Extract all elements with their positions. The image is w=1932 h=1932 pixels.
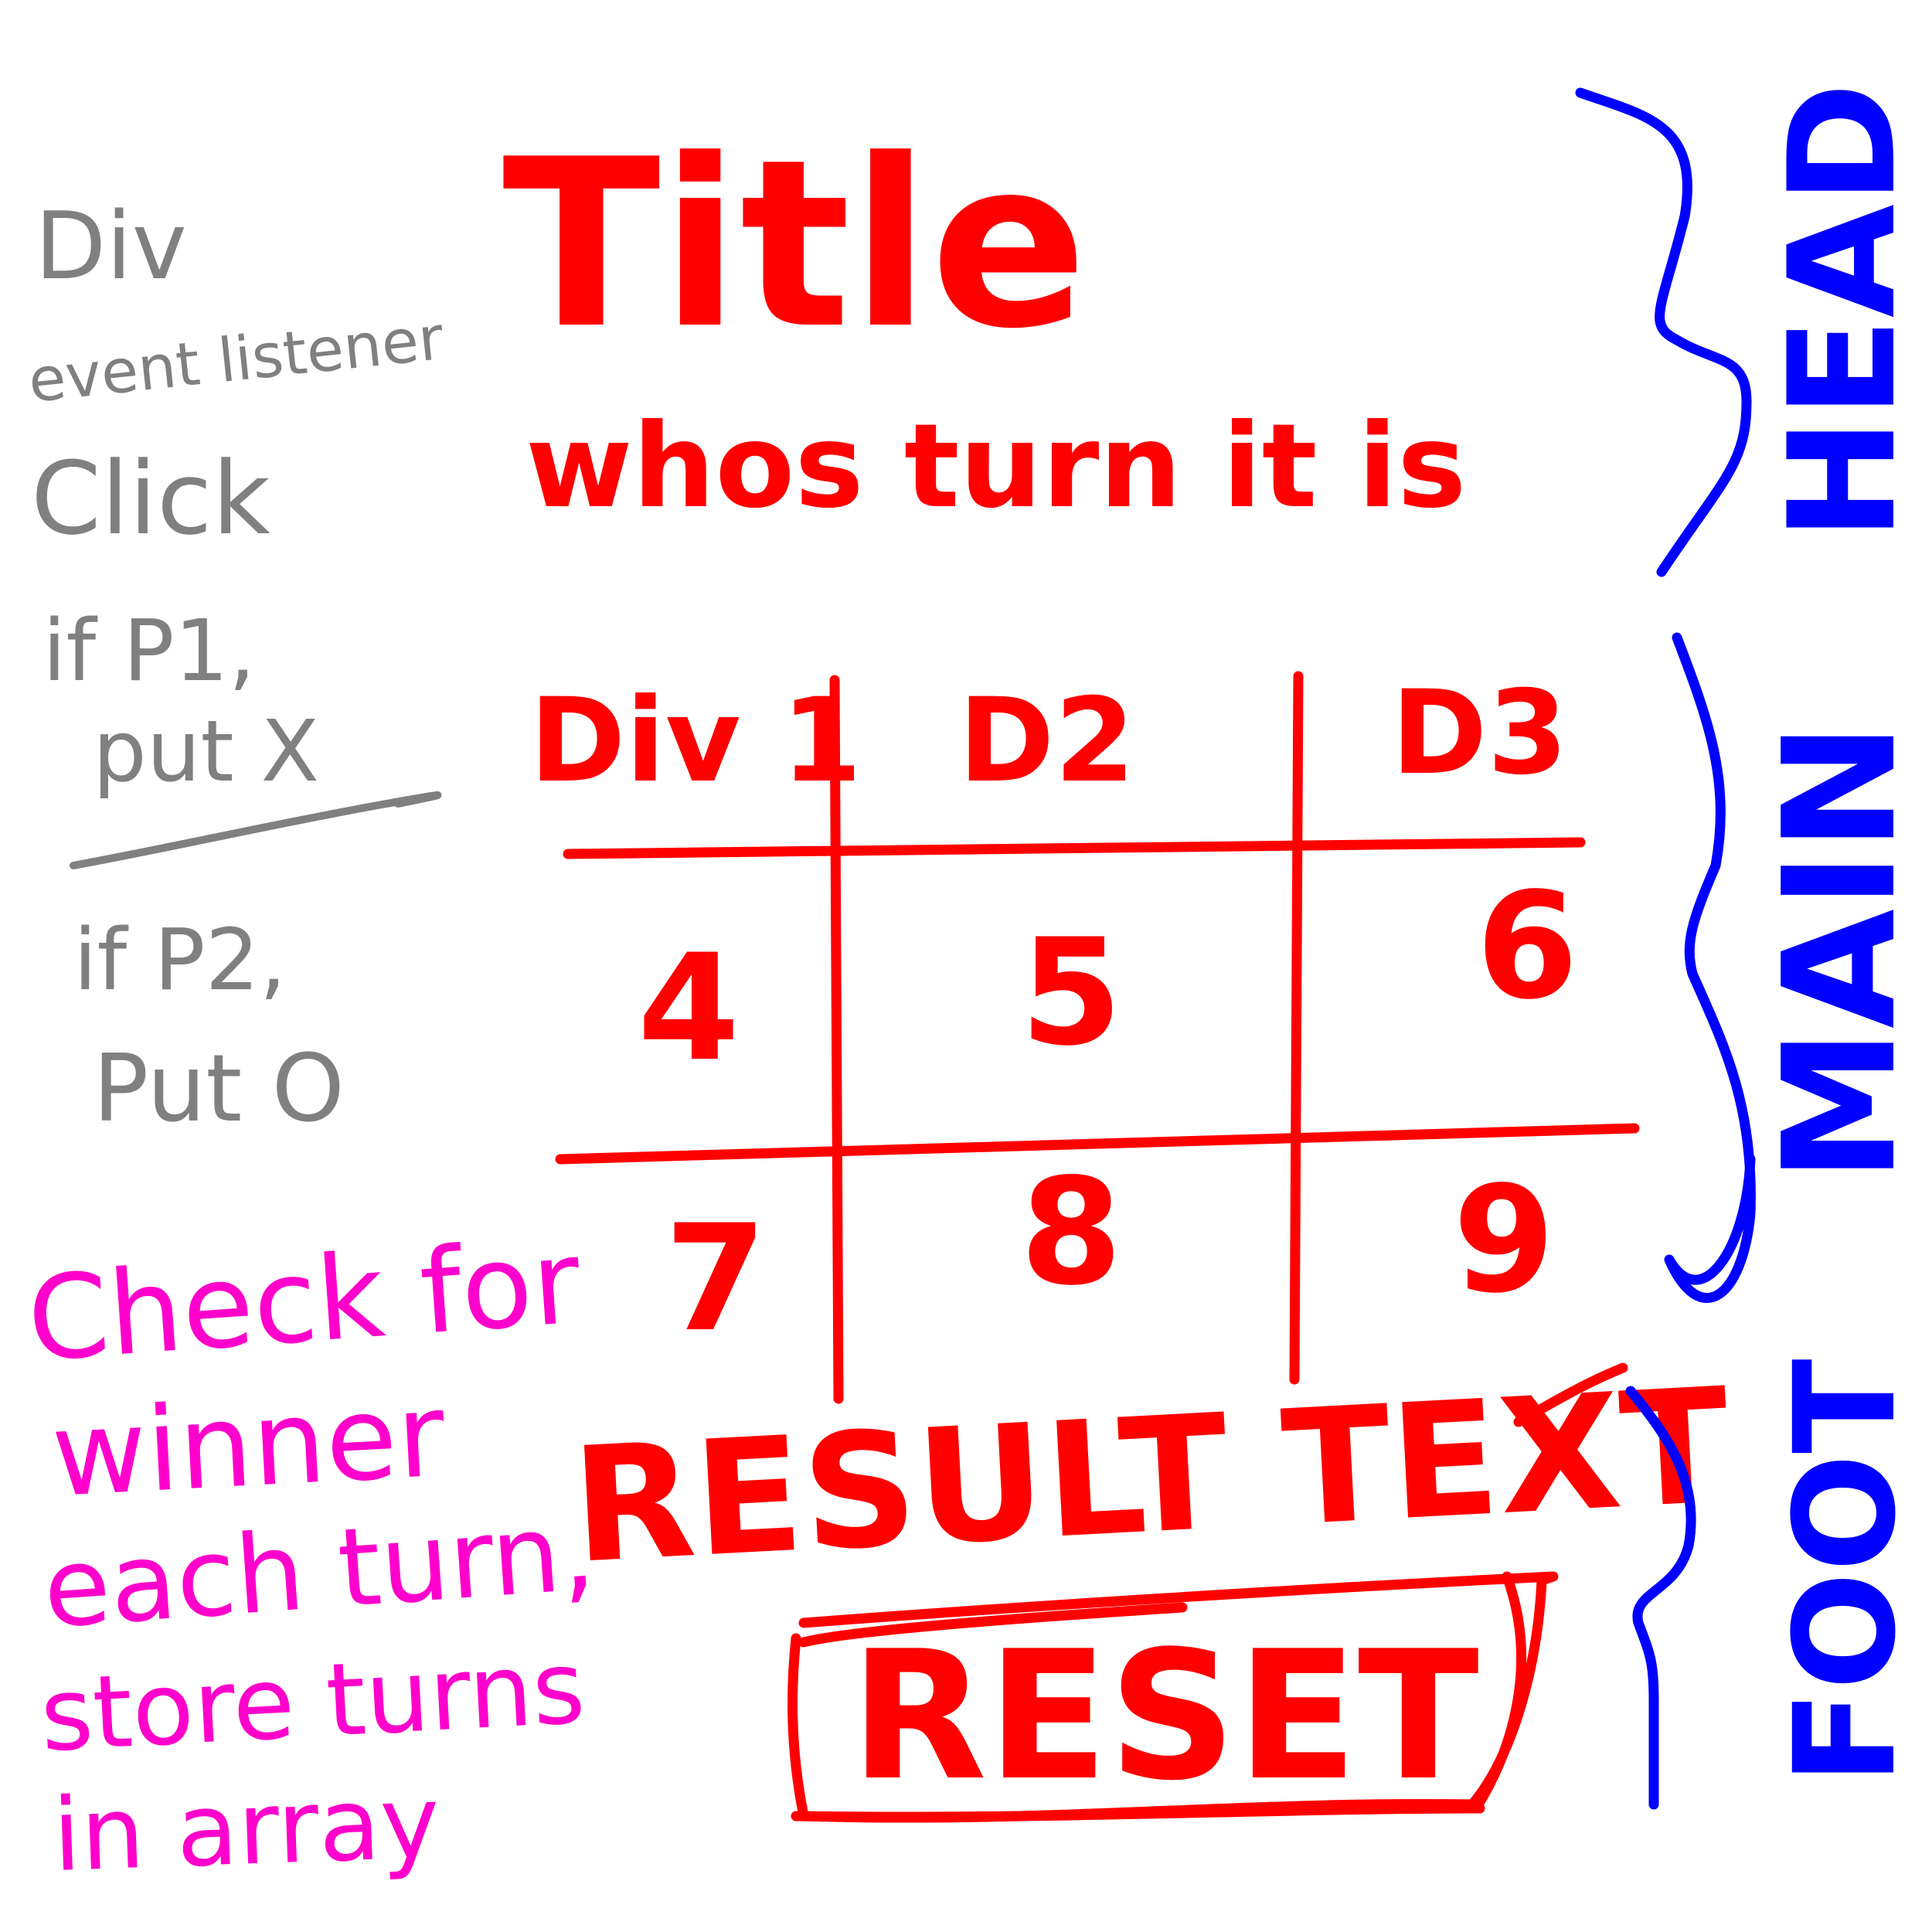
main-brace	[1664, 632, 1756, 1303]
logic-note-click: Click	[31, 440, 270, 557]
grid-line-vertical-2	[1289, 671, 1304, 1385]
winner-note-check-for: Check for	[23, 1215, 584, 1388]
logic-note-divider	[70, 791, 442, 869]
grid-line-vertical-1	[829, 675, 844, 1404]
grid-line-horizontal-2	[555, 1123, 1640, 1165]
foot-section-marker: FOOT	[1625, 1359, 1927, 1810]
logic-note-event-listener: event listener	[26, 304, 447, 417]
foot-label: FOOT	[1765, 1359, 1927, 1785]
reset-button[interactable]: RESET	[787, 1571, 1559, 1823]
reset-button-outline-strokes	[791, 1571, 1527, 1822]
winner-notes: Check for winner each turn, store turns …	[23, 1215, 598, 1894]
logic-notes: Div event listener Click if P1, put X if…	[26, 193, 447, 1143]
main-label: MAIN	[1750, 722, 1930, 1182]
logic-note-put-x: put X	[93, 702, 319, 801]
foot-brace	[1625, 1386, 1696, 1810]
result-text: RESULT TEXT	[568, 1355, 1733, 1599]
winner-note-in-array: in array	[51, 1764, 442, 1894]
main-section-marker: MAIN	[1664, 632, 1930, 1303]
result-text-accent	[1513, 1362, 1628, 1427]
reset-button-label[interactable]: RESET	[850, 1614, 1479, 1820]
winner-note-winner: winner	[49, 1369, 448, 1523]
page-title: Title	[502, 110, 1087, 379]
header-sketch: Title whos turn it is	[502, 110, 1466, 534]
cell-6[interactable]: 6	[1476, 861, 1578, 1032]
cell-5[interactable]: 5	[1020, 907, 1122, 1078]
cell-7[interactable]: 7	[665, 1193, 767, 1364]
logic-note-if-p1: if P1,	[43, 601, 256, 700]
logic-note-div: Div	[35, 193, 187, 301]
footer-sketch: RESULT TEXT RESET	[568, 1355, 1733, 1823]
cell-1[interactable]: Div 1	[529, 674, 862, 808]
cell-8[interactable]: 8	[1020, 1147, 1122, 1318]
logic-note-if-p2: if P2,	[73, 910, 287, 1009]
cell-9[interactable]: 9	[1453, 1155, 1555, 1325]
turn-indicator-text: whos turn it is	[526, 400, 1466, 534]
head-label: HEAD	[1757, 82, 1928, 541]
game-board[interactable]: Div 1 D2 D3 4 5 6 7 8 9	[529, 666, 1640, 1404]
head-section-marker: HEAD	[1575, 82, 1928, 577]
logic-note-put-o: Put O	[93, 1036, 345, 1143]
grid-line-horizontal-1	[563, 837, 1586, 859]
cell-4[interactable]: 4	[638, 923, 740, 1094]
cell-2[interactable]: D2	[958, 674, 1135, 808]
winner-note-store-turns: store turns	[38, 1628, 588, 1774]
head-brace	[1575, 87, 1752, 577]
cell-3[interactable]: D3	[1391, 666, 1568, 801]
